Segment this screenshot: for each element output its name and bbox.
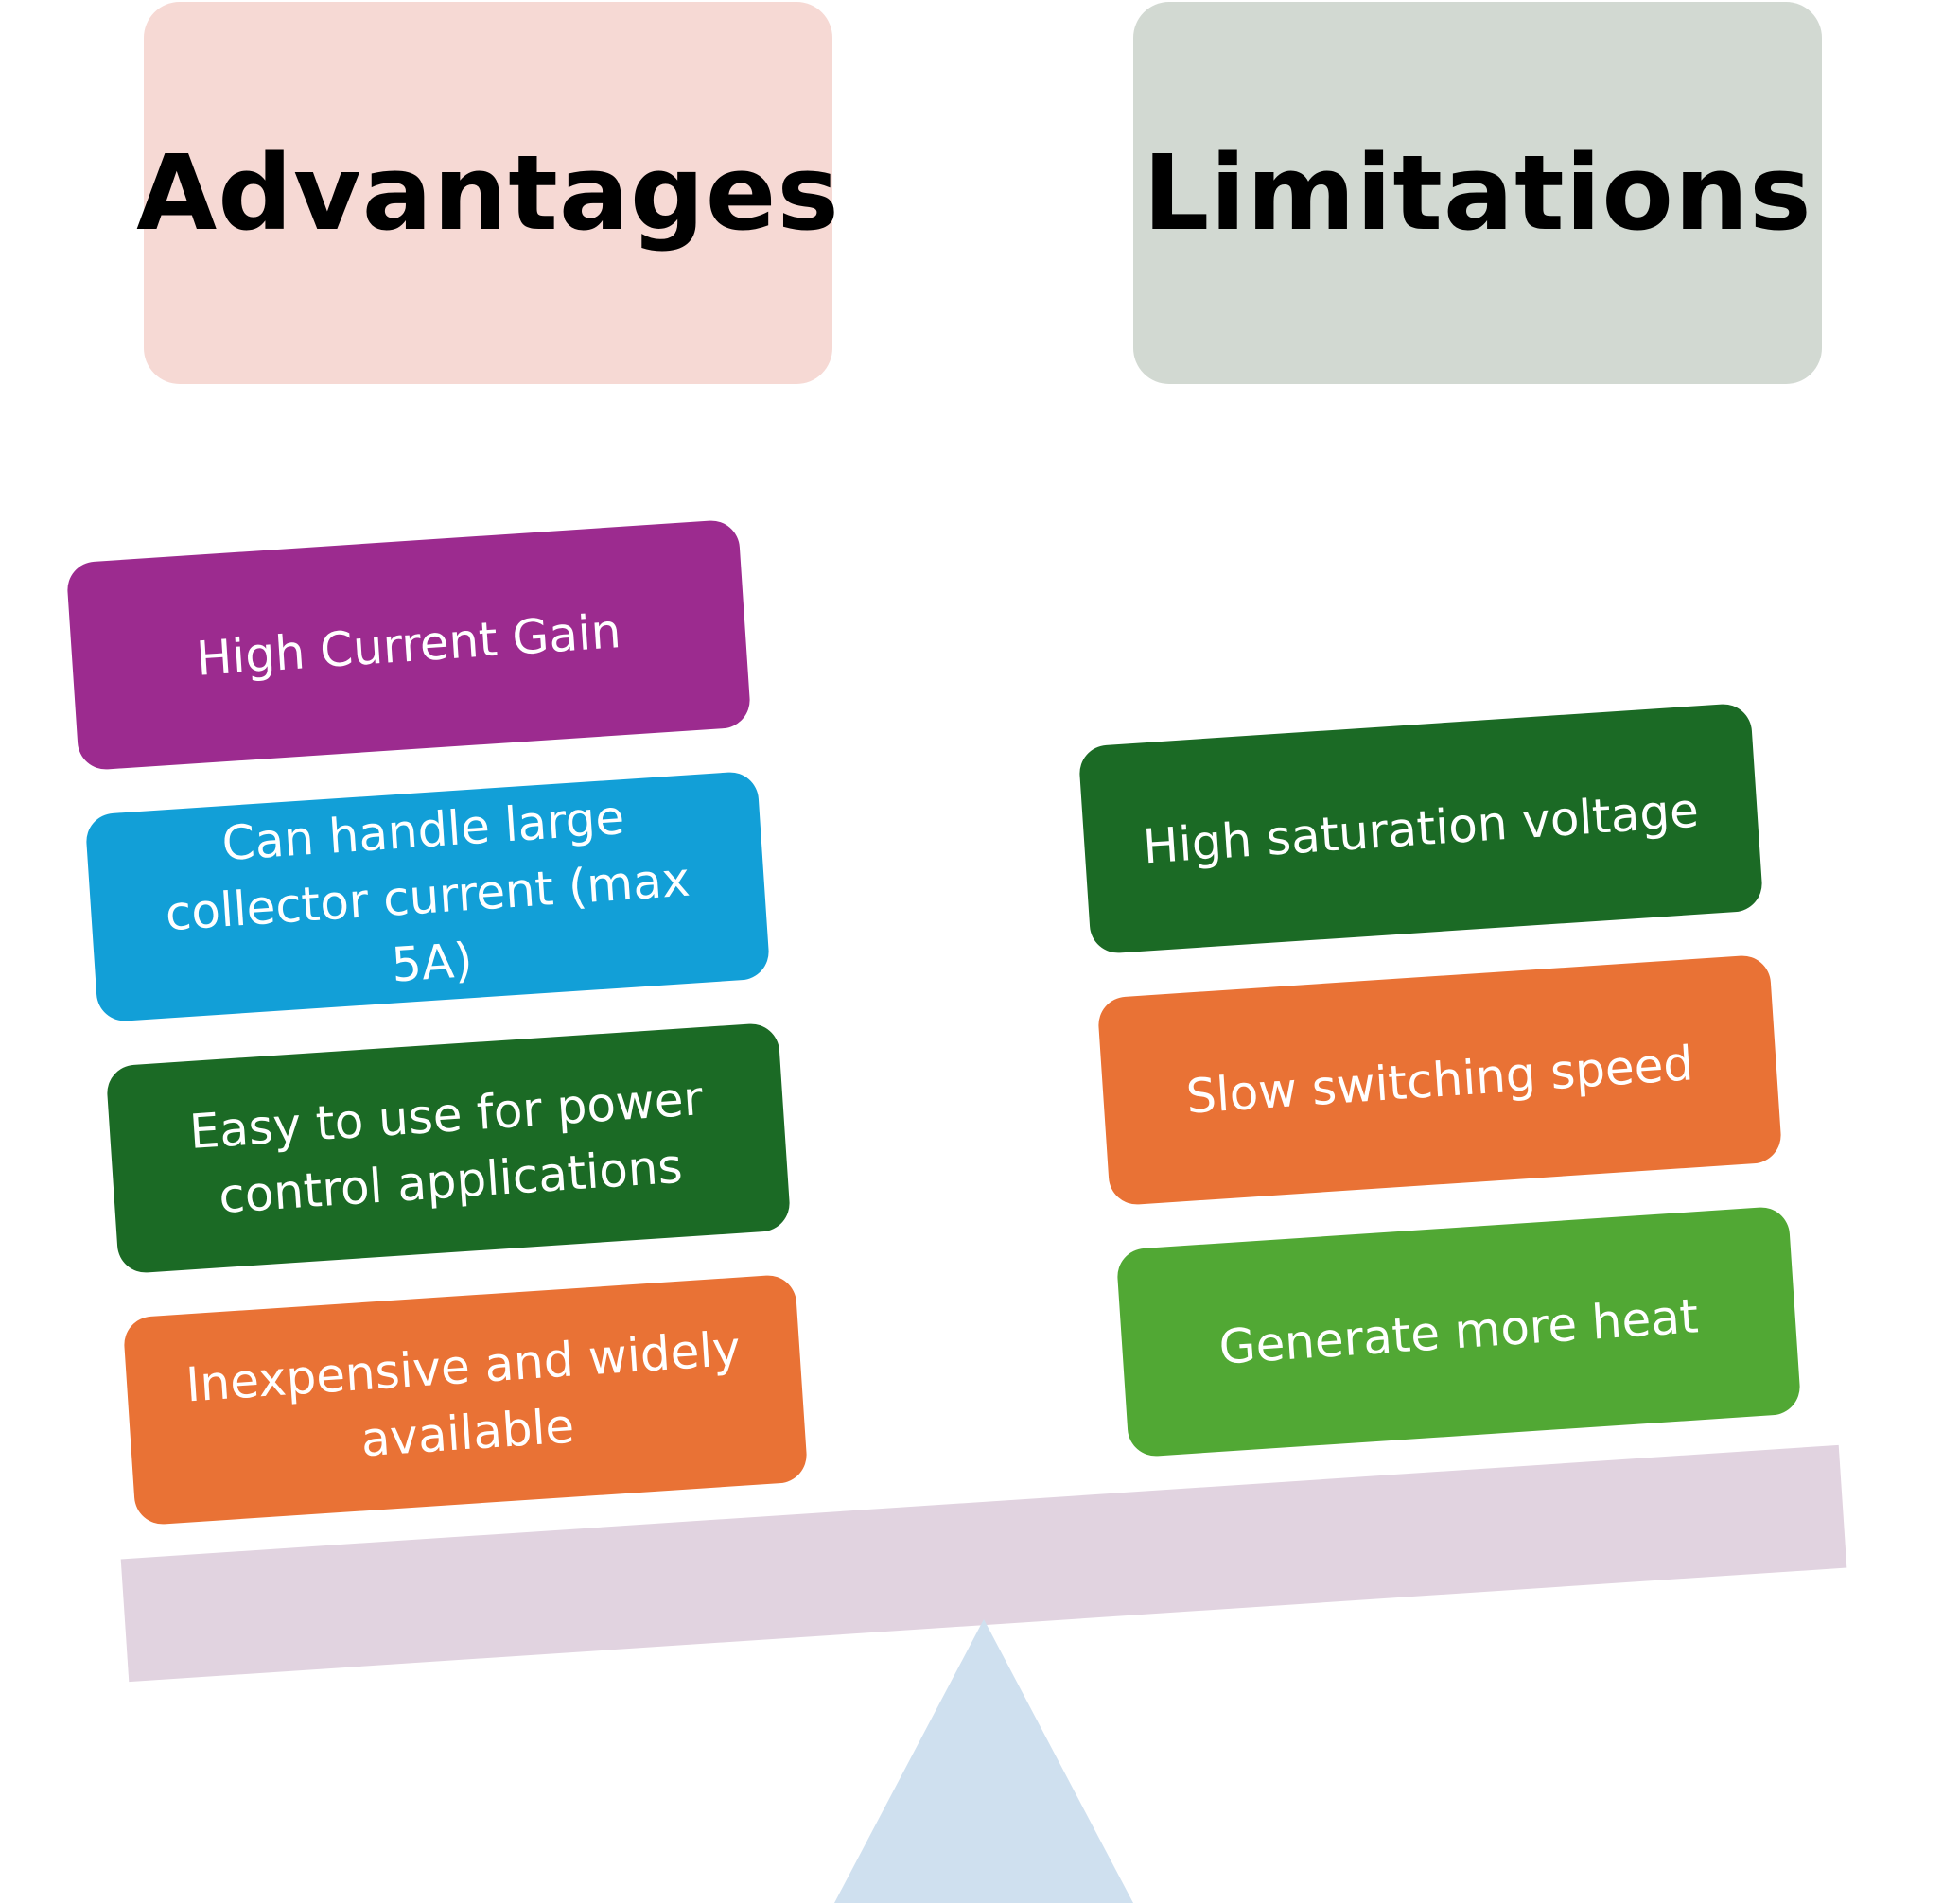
advantages-header: Advantages: [136, 2, 839, 384]
advantage-card-large-collector-current: Can handle large collector current (max …: [84, 770, 771, 1023]
advantage-text: Can handle large collector current (max …: [163, 790, 692, 993]
limitation-card-generate-more-heat: Generate more heat: [1115, 1205, 1802, 1458]
limitations-header: Limitations: [1133, 2, 1822, 384]
advantage-card-easy-to-use: Easy to use for power control applicatio…: [105, 1021, 792, 1275]
advantage-card-inexpensive: Inexpensive and widely available: [122, 1273, 809, 1527]
limitation-text: High saturation voltage: [1141, 782, 1701, 875]
advantage-card-high-current-gain: High Current Gain: [65, 518, 752, 772]
advantage-text: Inexpensive and widely available: [184, 1320, 743, 1468]
limitation-text: Generate more heat: [1216, 1288, 1701, 1375]
balance-fulcrum: [834, 1619, 1133, 1903]
advantage-text: Easy to use for power control applicatio…: [187, 1071, 705, 1225]
fulcrum-triangle: [834, 1619, 1133, 1903]
limitations-title: Limitations: [1143, 132, 1812, 253]
limitation-card-slow-switching-speed: Slow switching speed: [1096, 953, 1783, 1207]
limitation-card-high-saturation-voltage: High saturation voltage: [1077, 702, 1764, 955]
limitation-text: Slow switching speed: [1184, 1036, 1695, 1125]
advantage-text: High Current Gain: [194, 603, 623, 687]
advantages-title: Advantages: [136, 132, 840, 253]
